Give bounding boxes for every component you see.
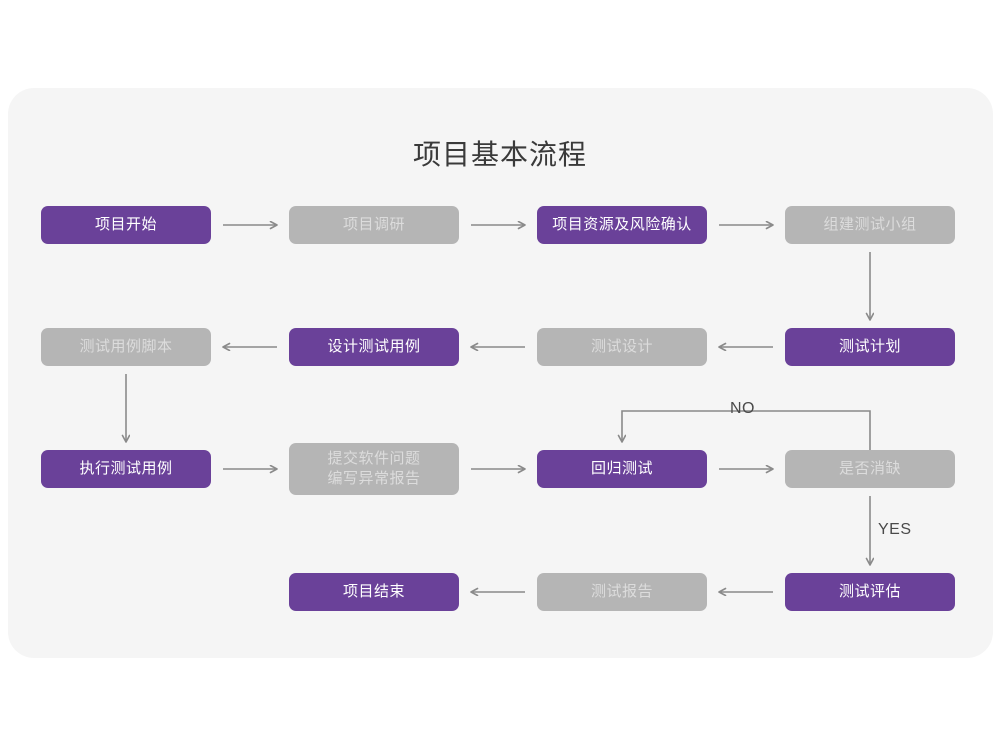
node-resource-risk-confirm[interactable]: 项目资源及风险确认 <box>537 206 707 244</box>
edge-label-no: NO <box>730 400 755 417</box>
edge-label-yes: YES <box>878 521 912 538</box>
flowchart-panel <box>8 88 993 658</box>
connector-no-loop <box>622 410 871 450</box>
node-test-design[interactable]: 测试设计 <box>537 328 707 366</box>
node-submit-defects-write-report[interactable]: 提交软件问题 编写异常报告 <box>289 443 459 495</box>
node-defect-resolved-decision[interactable]: 是否消缺 <box>785 450 955 488</box>
node-test-case-scripts[interactable]: 测试用例脚本 <box>41 328 211 366</box>
node-design-test-cases[interactable]: 设计测试用例 <box>289 328 459 366</box>
node-test-report[interactable]: 测试报告 <box>537 573 707 611</box>
node-project-start[interactable]: 项目开始 <box>41 206 211 244</box>
node-test-evaluation[interactable]: 测试评估 <box>785 573 955 611</box>
node-build-test-team[interactable]: 组建测试小组 <box>785 206 955 244</box>
node-project-research[interactable]: 项目调研 <box>289 206 459 244</box>
node-regression-test[interactable]: 回归测试 <box>537 450 707 488</box>
node-execute-test-cases[interactable]: 执行测试用例 <box>41 450 211 488</box>
node-test-plan[interactable]: 测试计划 <box>785 328 955 366</box>
node-project-end[interactable]: 项目结束 <box>289 573 459 611</box>
page-title: 项目基本流程 <box>412 139 587 170</box>
